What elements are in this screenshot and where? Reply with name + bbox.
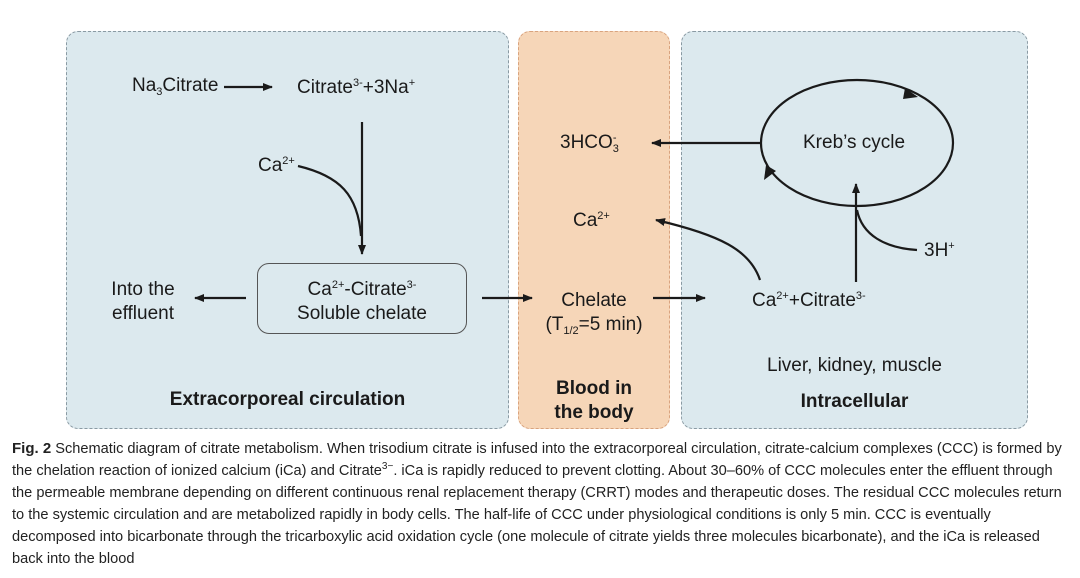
ca-blood-label: Ca2+ [573, 210, 610, 231]
h3-label: 3H+ [924, 240, 955, 261]
citrate-na-label: Citrate3-+3Na+ [297, 77, 416, 98]
effluent-label: Into the effluent [111, 279, 175, 324]
caption-text-1: Schematic diagram of citrate metabolism.… [12, 441, 1062, 479]
na3-citrate-label: Na3Citrate [132, 75, 219, 98]
caption-sup: 3− [381, 461, 394, 472]
organs-label: Liver, kidney, muscle [767, 355, 942, 376]
intracellular-title: Intracellular [800, 391, 909, 412]
caption-text-2: . iCa is rapidly reduced to prevent clot… [12, 463, 1062, 567]
arrow-ca-release [655, 218, 762, 281]
blood-title: Blood in the body [554, 378, 634, 423]
extracorporeal-panel [66, 31, 509, 429]
arrow-ca-join [297, 164, 363, 237]
extracorporeal-title: Extracorporeal circulation [169, 389, 406, 410]
chelate-blood-label: Chelate (T1/2=5 min) [545, 290, 643, 337]
soluble-chelate-box [257, 263, 467, 334]
caption-label: Fig. 2 [12, 440, 52, 457]
intracellular-panel [681, 31, 1028, 429]
ca-left-label: Ca2+ [258, 155, 295, 176]
hco3-label: 3HCO3- [560, 132, 619, 155]
blood-panel [518, 31, 670, 429]
chelate-box-text: Ca2+-Citrate3- Soluble chelate [297, 279, 427, 324]
kreb-cycle-ellipse [759, 78, 955, 208]
ca-citrate-label: Ca2++Citrate3- [752, 290, 866, 311]
figure-caption: Fig. 2 Schematic diagram of citrate meta… [12, 438, 1072, 570]
arrow-h-join [855, 209, 918, 252]
kreb-cycle-label: Kreb’s cycle [803, 132, 906, 153]
